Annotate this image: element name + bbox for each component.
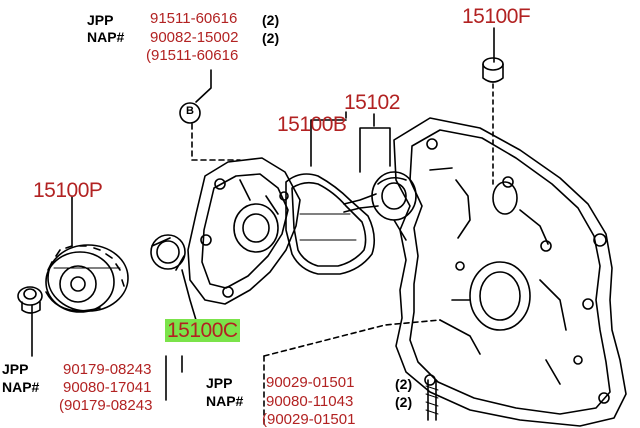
bolt-marker-icon xyxy=(179,102,201,124)
nap-marker-2: NAP# xyxy=(2,379,40,395)
callout-15100c[interactable]: 15100C xyxy=(165,319,240,342)
jpp-marker-1: JPP xyxy=(87,12,114,28)
plug-15100f xyxy=(482,57,504,83)
part-number-90179-08243-alt[interactable]: (90179-08243 xyxy=(59,397,153,414)
part-number-90080-17041[interactable]: 90080-17041 xyxy=(63,379,152,396)
nap-marker-3: NAP# xyxy=(206,393,244,409)
nap-marker-1: NAP# xyxy=(87,29,125,45)
oil-pump-body xyxy=(187,157,301,305)
quantity-3: (2) xyxy=(395,376,413,392)
callout-15102[interactable]: 15102 xyxy=(344,91,400,114)
callout-15100b[interactable]: 15100B xyxy=(277,113,347,136)
oil-seal-15100c xyxy=(150,234,186,271)
quantity-1: (2) xyxy=(262,12,280,28)
part-number-91511-60616[interactable]: 91511-60616 xyxy=(150,10,238,27)
callout-15100p[interactable]: 15100P xyxy=(33,179,103,202)
callout-15100f[interactable]: 15100F xyxy=(462,5,531,28)
part-number-90082-15002[interactable]: 90082-15002 xyxy=(150,29,239,46)
bolt-90029 xyxy=(425,379,439,421)
bolt-90179 xyxy=(17,286,43,314)
part-number-90080-11043[interactable]: 90080-11043 xyxy=(266,393,354,410)
part-number-90029-01501-alt[interactable]: (90029-01501 xyxy=(262,411,356,428)
callout-15100c-highlight: 15100C xyxy=(165,319,240,342)
quantity-2: (2) xyxy=(262,30,280,46)
part-number-90029-01501[interactable]: 90029-01501 xyxy=(266,374,355,391)
timing-gear-15100p xyxy=(45,244,129,313)
part-number-91511-60616-alt[interactable]: (91511-60616 xyxy=(146,47,239,64)
jpp-marker-2: JPP xyxy=(2,361,29,377)
timing-cover xyxy=(393,117,627,427)
part-number-90179-08243[interactable]: 90179-08243 xyxy=(63,361,152,378)
quantity-4: (2) xyxy=(395,394,413,410)
gasket-15100b xyxy=(285,173,376,275)
jpp-marker-3: JPP xyxy=(206,375,233,391)
rotor-set-15102 xyxy=(343,171,417,241)
bolt-marker-label: B xyxy=(186,105,194,117)
